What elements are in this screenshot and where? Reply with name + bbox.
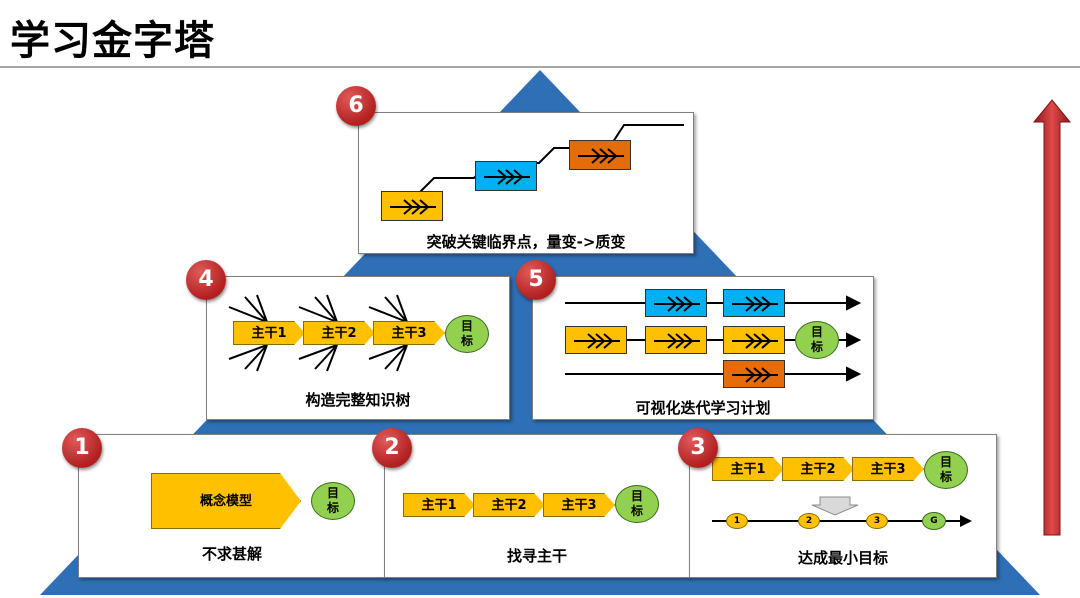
level-3-badge: 3 bbox=[678, 428, 718, 468]
level-2-caption: 找寻主干 bbox=[506, 547, 567, 565]
level-6-badge: 6 bbox=[336, 86, 376, 126]
level-3-trunk-2: 主干2 bbox=[782, 457, 854, 481]
level-6-caption: 突破关键临界点，量变->质变 bbox=[426, 233, 626, 251]
milestone-goal: G bbox=[922, 512, 946, 530]
milestone-1: 1 bbox=[726, 513, 748, 529]
page-title: 学习金字塔 bbox=[10, 18, 215, 64]
level-5-card: 目标 可视化迭代学习计划 bbox=[532, 276, 874, 420]
progress-up-arrow bbox=[1032, 99, 1072, 536]
title-divider bbox=[0, 66, 1080, 68]
level-4-card: 主干1 主干2 主干3 目标 构造完整知识树 bbox=[206, 276, 510, 420]
level-4-badge: 4 bbox=[186, 260, 226, 300]
step-task-yellow bbox=[381, 191, 443, 221]
level-3-goal: 目标 bbox=[924, 451, 968, 489]
level-3-trunk-1: 主干1 bbox=[712, 457, 784, 481]
milestone-3: 3 bbox=[866, 513, 888, 529]
level-5-caption: 可视化迭代学习计划 bbox=[635, 399, 771, 417]
plan-task-yellow-1 bbox=[565, 326, 627, 354]
level-3-caption: 达成最小目标 bbox=[797, 549, 888, 567]
level-2-badge: 2 bbox=[372, 428, 412, 468]
step-task-blue bbox=[475, 161, 537, 191]
level-1-caption: 不求甚解 bbox=[201, 545, 262, 563]
plan-goal-node: 目标 bbox=[795, 321, 839, 359]
goal-node: 目标 bbox=[445, 315, 489, 353]
level-3-card: 主干1 主干2 主干3 目标 1 2 3 G 达成最小目标 bbox=[689, 434, 997, 578]
milestone-2: 2 bbox=[798, 513, 820, 529]
plan-task-orange bbox=[723, 360, 785, 388]
concept-model-shape: 概念模型 bbox=[151, 473, 301, 529]
level-4-caption: 构造完整知识树 bbox=[305, 391, 411, 409]
plan-task-blue-2 bbox=[723, 289, 785, 317]
level-2-trunk-2: 主干2 bbox=[473, 493, 545, 517]
milestone-track bbox=[712, 496, 972, 527]
level-2-card: 主干1 主干2 主干3 目标 找寻主干 bbox=[384, 434, 690, 578]
level-2-trunk-1: 主干1 bbox=[403, 493, 475, 517]
level-3-trunk-3: 主干3 bbox=[852, 457, 924, 481]
level-6-card: 突破关键临界点，量变->质变 bbox=[358, 112, 694, 254]
plan-task-yellow-2 bbox=[645, 326, 707, 354]
level-2-goal: 目标 bbox=[615, 485, 659, 523]
level-5-badge: 5 bbox=[516, 260, 556, 300]
trunk-2: 主干2 bbox=[303, 321, 375, 345]
plan-task-yellow-3 bbox=[723, 326, 785, 354]
knowledge-tree-branches bbox=[228, 294, 408, 372]
step-task-orange bbox=[569, 140, 631, 170]
level-2-trunk-3: 主干3 bbox=[543, 493, 615, 517]
down-arrow-icon bbox=[811, 496, 859, 516]
level-1-card: 概念模型 目标 不求甚解 bbox=[78, 434, 386, 578]
level-1-badge: 1 bbox=[62, 428, 102, 468]
trunk-1: 主干1 bbox=[233, 321, 305, 345]
level-1-goal: 目标 bbox=[311, 482, 355, 520]
plan-task-blue-1 bbox=[645, 289, 707, 317]
trunk-3: 主干3 bbox=[373, 321, 445, 345]
